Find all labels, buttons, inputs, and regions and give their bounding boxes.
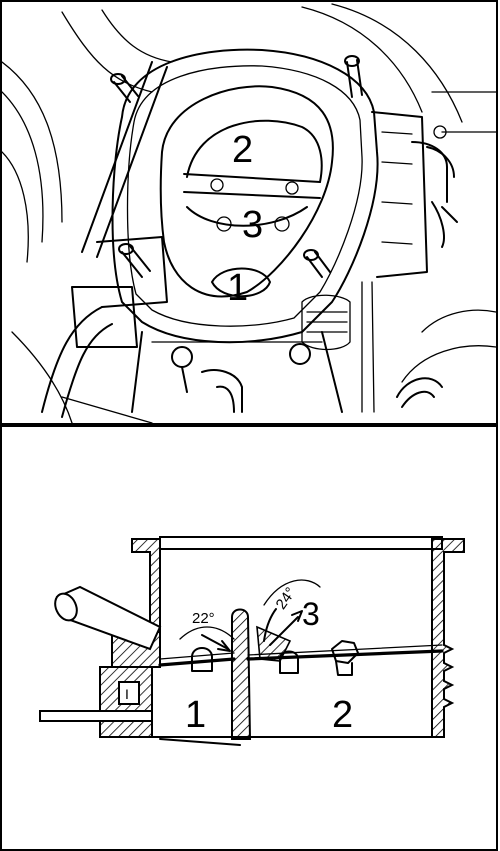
small-mark-label: I: [125, 686, 129, 702]
chamber-1-label: 1: [185, 694, 206, 736]
plate-3-label: 3: [242, 204, 263, 246]
angle-left-label: 22°: [192, 610, 215, 627]
throttle-body-cross-section-drawing: 1 2 3 I 22° 24°: [39, 536, 465, 746]
chamber-2-label: 2: [332, 694, 353, 736]
throttle-body-perspective-drawing: 2 3 1: [2, 3, 496, 423]
plate-2-label: 2: [232, 129, 253, 171]
plate-1-label: 1: [227, 267, 248, 309]
top-illustration-panel: 2 3 1: [0, 0, 498, 425]
bottom-section-panel: 1 2 3 I 22° 24°: [0, 425, 498, 851]
callout-3-label: 3: [302, 596, 320, 632]
